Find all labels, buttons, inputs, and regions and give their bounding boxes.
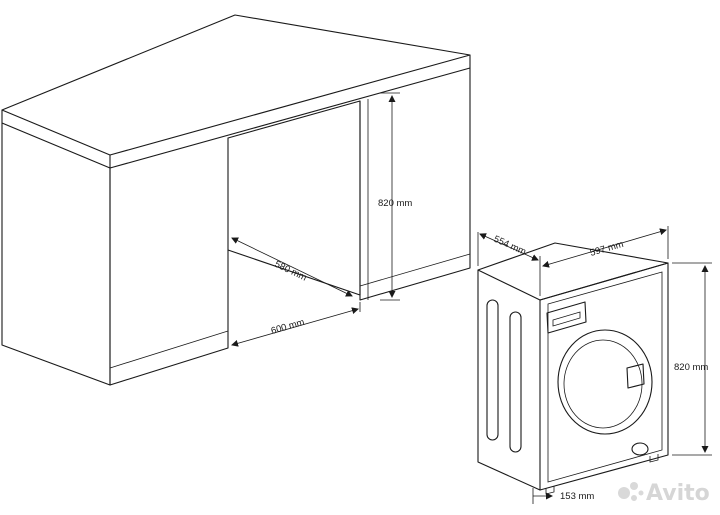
machine-clearance-label: 153 mm — [560, 491, 594, 502]
machine-side-panel — [477, 269, 541, 491]
cabinet-depth-label: 580 mm — [273, 259, 309, 284]
machine-front-panel — [539, 262, 669, 491]
machine-clearance-dimension: 153 mm — [532, 488, 594, 504]
machine-depth-label: 554 mm — [492, 234, 528, 258]
machine-depth-dimension: 554 mm — [477, 232, 541, 296]
cabinet-width-dimension: 600 mm — [231, 302, 361, 347]
avito-logo-dots-icon — [618, 482, 644, 501]
service-hatch — [631, 442, 649, 456]
detergent-drawer — [546, 301, 587, 334]
left-cabinet-door — [109, 137, 229, 386]
machine-width-label: 597 mm — [589, 239, 625, 259]
side-recess-right — [509, 311, 522, 453]
left-door-plinth — [109, 330, 229, 369]
cabinet-width-label: 600 mm — [270, 317, 306, 337]
machine-height-label: 820 mm — [674, 362, 708, 373]
cabinet-depth-dimension: 580 mm — [231, 237, 353, 297]
drawer-handle — [552, 311, 581, 327]
door-handle — [626, 363, 645, 389]
machine-height-dimension: 820 mm — [672, 262, 712, 456]
side-recess-left — [486, 299, 499, 441]
machine-front-inset — [547, 271, 663, 483]
washing-machine — [477, 242, 669, 495]
machine-foot — [649, 454, 659, 463]
avito-watermark-text: Avito — [646, 481, 710, 506]
left-end-panel — [1, 122, 111, 386]
right-cabinet — [359, 67, 471, 301]
right-cabinet-plinth — [359, 253, 471, 287]
door-outer-ring — [557, 329, 653, 435]
cabinet-height-label: 820 mm — [378, 198, 412, 209]
door-inner-ring — [563, 339, 643, 429]
cabinet-height-dimension: 820 mm — [378, 92, 412, 301]
avito-watermark: Avito — [618, 481, 710, 506]
countertop-front-edge — [1, 109, 111, 169]
kitchen-cabinet — [1, 14, 471, 386]
countertop-top-face — [1, 14, 471, 156]
countertop-side-edge — [109, 54, 471, 169]
